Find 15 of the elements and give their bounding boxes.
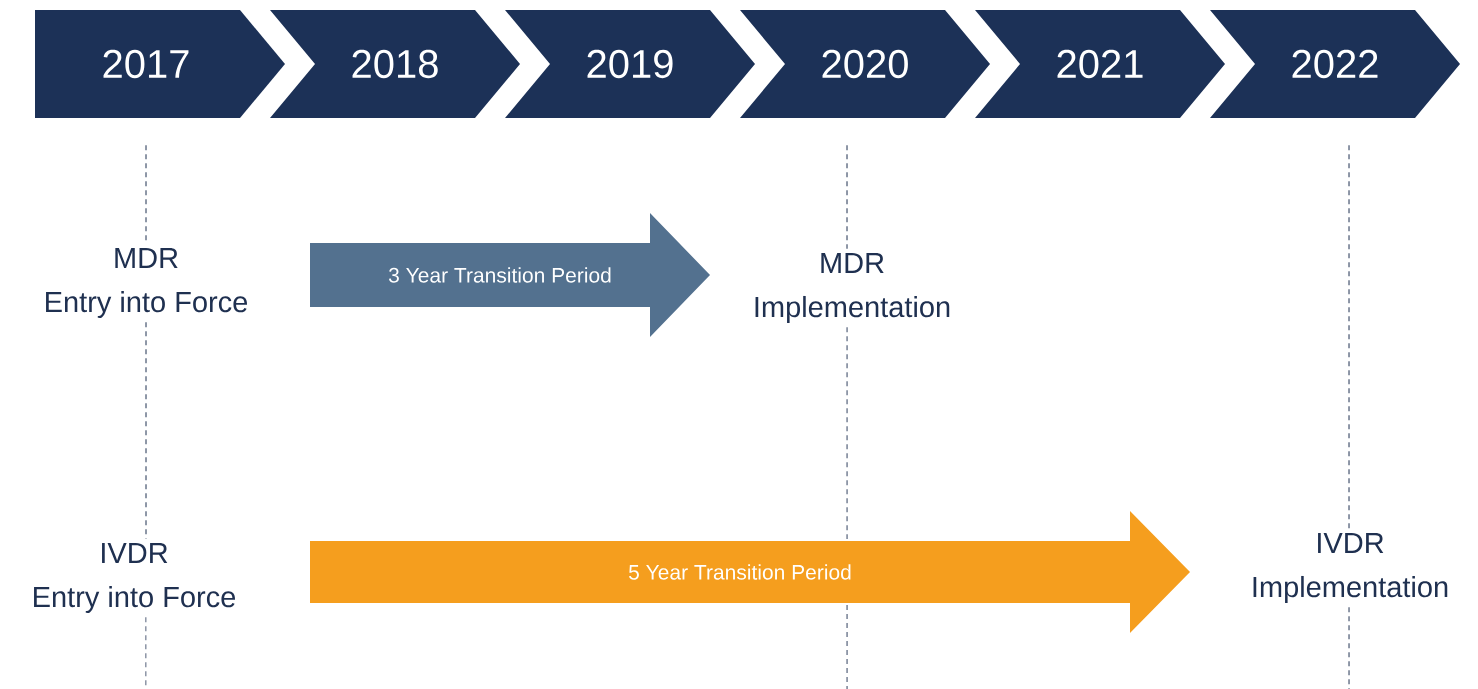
milestone-label: IVDR Entry into Force xyxy=(34,543,236,613)
year-banner: 2021 xyxy=(975,10,1225,118)
dashed-line xyxy=(1348,144,1350,530)
year-banner: 2022 xyxy=(1210,10,1460,118)
dashed-line xyxy=(846,326,848,689)
year-banner: 2017 xyxy=(35,10,285,118)
milestone-label: MDR Entry into Force xyxy=(46,248,248,318)
milestone-label: IVDR Implementation xyxy=(1253,533,1448,603)
year-banner: 2019 xyxy=(505,10,755,118)
milestone-label: MDR Implementation xyxy=(755,253,950,323)
year-banner: 2018 xyxy=(270,10,520,118)
year-banner: 2020 xyxy=(740,10,990,118)
dashed-line xyxy=(145,321,147,540)
dashed-line xyxy=(846,144,848,250)
dashed-line xyxy=(1348,606,1350,689)
